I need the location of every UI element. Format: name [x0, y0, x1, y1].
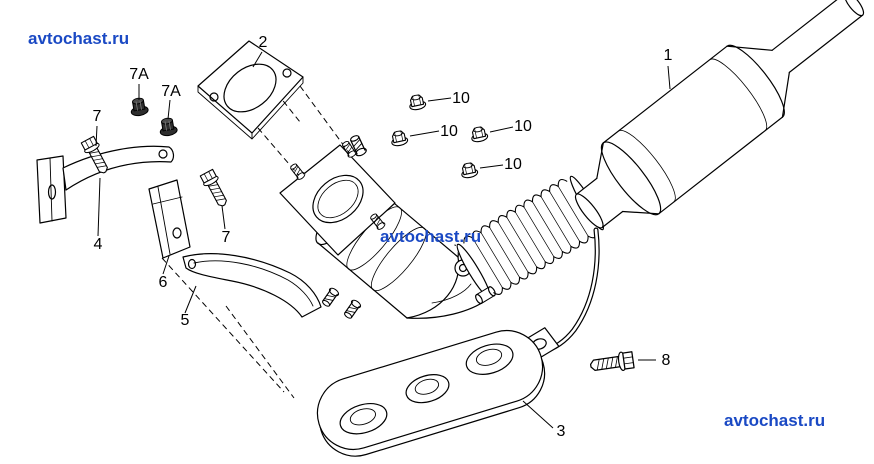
nut-10-icon	[459, 161, 479, 180]
callout-10: 10	[440, 123, 458, 140]
nut-10-icon	[407, 93, 427, 112]
callout-7a: 7A	[161, 83, 181, 100]
leader-line	[479, 164, 504, 169]
callout-10: 10	[514, 118, 532, 135]
support-bracket-long	[36, 145, 175, 224]
dashed-line	[299, 85, 351, 155]
callout-6: 6	[159, 274, 168, 291]
leader-line	[522, 400, 554, 429]
callout-3: 3	[557, 423, 566, 440]
leader-line	[252, 51, 263, 68]
callout-1: 1	[664, 47, 673, 64]
callout-labels: 1 2 3 4 5 6 7 7 7A 7A 8 10 10 10 10	[93, 34, 673, 440]
catalytic-converter	[574, 0, 865, 229]
callout-7a: 7A	[129, 66, 149, 83]
support-bracket-small	[148, 179, 191, 259]
leader-line	[95, 125, 98, 147]
gasket-plate	[197, 40, 304, 140]
callout-10: 10	[452, 90, 470, 107]
watermark-center: avtochast.ru	[380, 227, 481, 246]
leader-line	[97, 177, 101, 237]
callout-8: 8	[662, 352, 671, 369]
callout-leader-lines	[95, 51, 671, 429]
lower-mounting-flange	[316, 327, 560, 457]
callout-2: 2	[259, 34, 268, 51]
inlet-flange-plate	[279, 144, 396, 256]
callout-10: 10	[504, 156, 522, 173]
exploded-parts-drawing	[36, 0, 865, 457]
callout-7: 7	[222, 229, 231, 246]
leader-line	[667, 65, 671, 90]
nut-10-icon	[389, 129, 409, 148]
dashed-line	[257, 127, 321, 201]
nut-10-icon	[469, 125, 489, 144]
callout-5: 5	[181, 312, 190, 329]
callout-7: 7	[93, 108, 102, 125]
rod-stub	[475, 286, 496, 305]
watermarks: avtochast.ru avtochast.ru avtochast.ru	[28, 29, 825, 430]
nut-7a-icon	[157, 116, 179, 138]
leader-line	[427, 97, 452, 102]
leader-line	[409, 130, 440, 137]
leader-line	[167, 99, 171, 120]
mounting-stud-icon	[341, 297, 363, 321]
heat-shield	[182, 253, 322, 318]
callout-4: 4	[94, 236, 103, 253]
watermark-bottom-right: avtochast.ru	[724, 411, 825, 430]
leader-line	[162, 255, 170, 275]
leader-line	[184, 285, 197, 314]
mounting-stud-icon	[319, 285, 341, 309]
bolt-7-icon	[198, 168, 232, 210]
leader-line	[221, 205, 226, 230]
bolt-8-icon	[588, 349, 635, 376]
dashed-line	[161, 257, 285, 393]
leader-line	[489, 126, 514, 133]
dashed-line	[225, 305, 295, 399]
watermark-top-left: avtochast.ru	[28, 29, 129, 48]
